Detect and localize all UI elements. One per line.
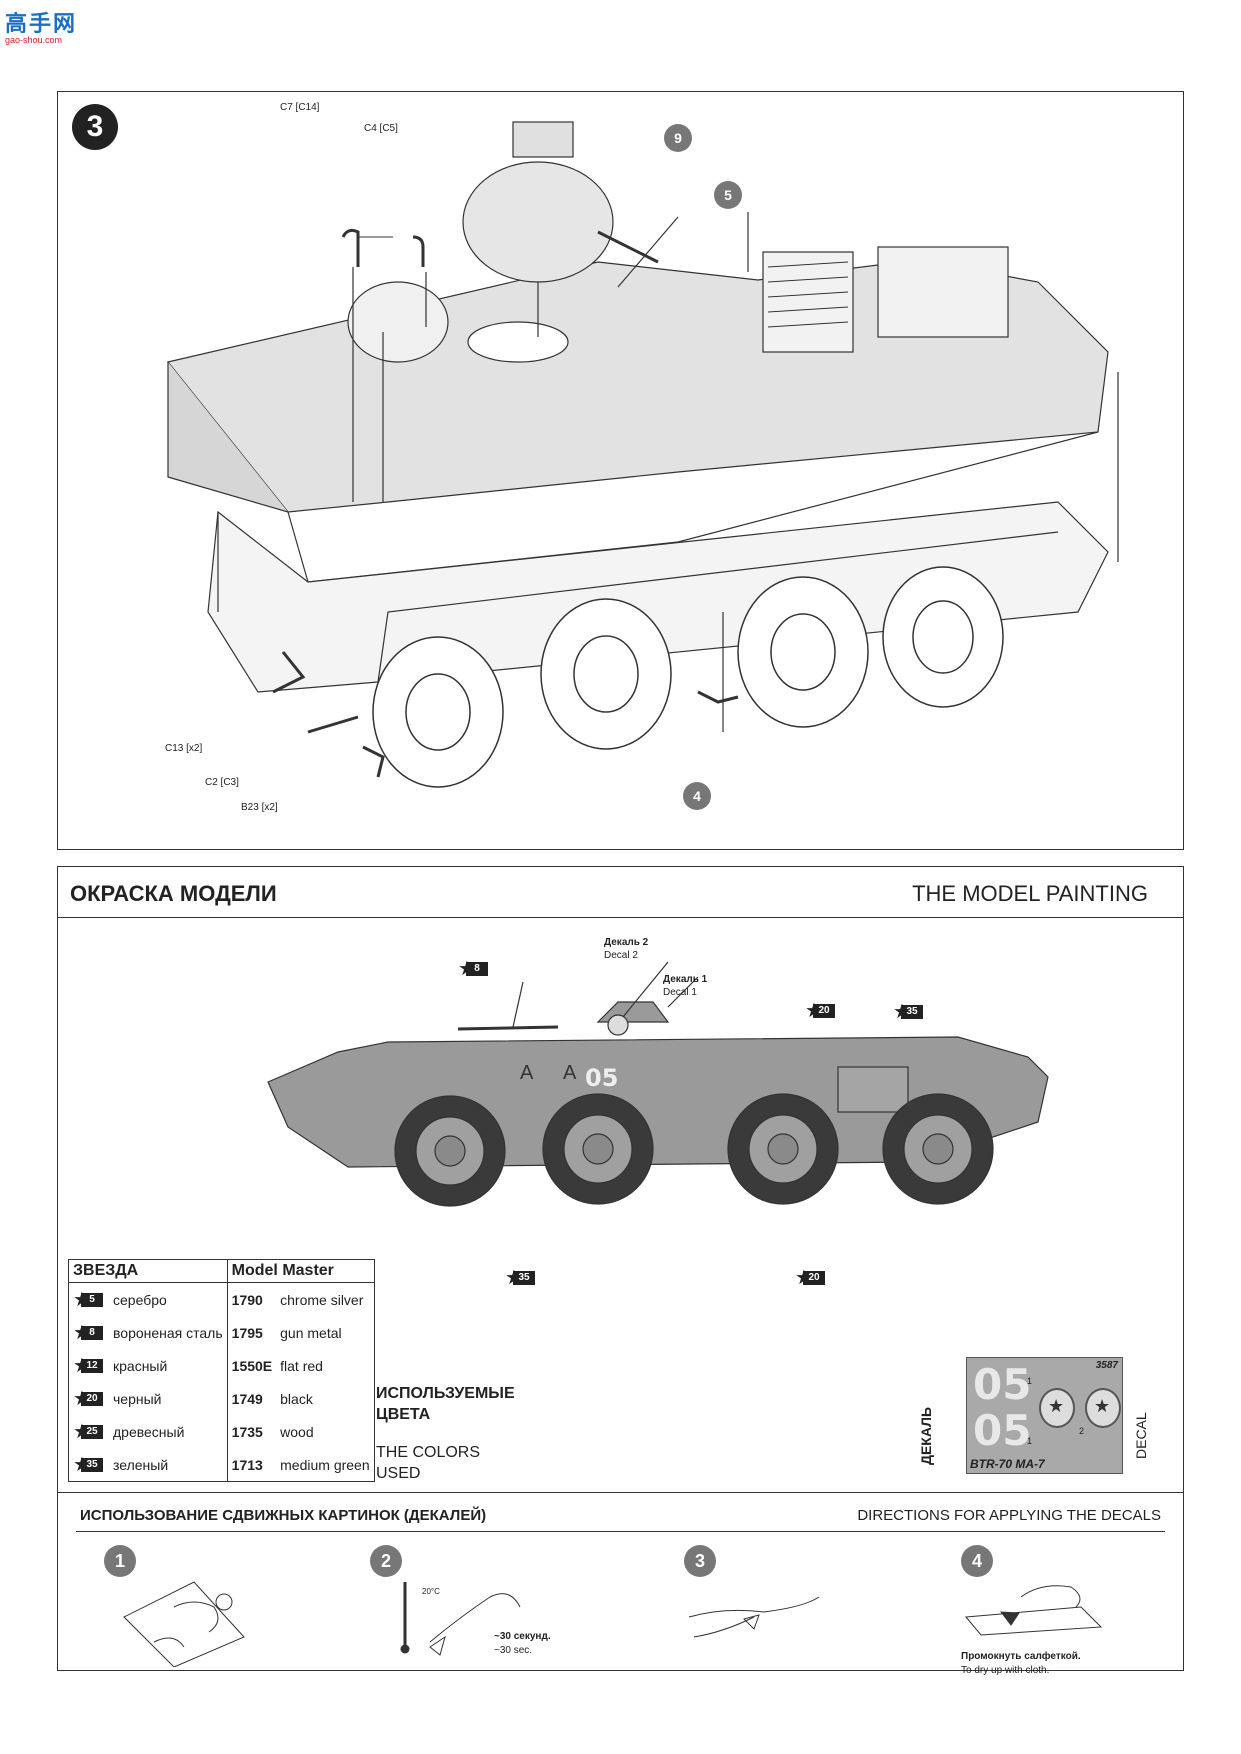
- color-tag-35-bottom: 35: [505, 1265, 537, 1290]
- part-circle-9: 9: [664, 124, 692, 152]
- part-circle-5: 5: [714, 181, 742, 209]
- decal2-label-en: Decal 2: [604, 950, 638, 961]
- decal-sheet: 3587 05 05 1 1 2 BTR-70 MA-7: [966, 1357, 1123, 1474]
- step-number: 3: [72, 104, 118, 150]
- part-circle-4: 4: [683, 782, 711, 810]
- directions-title-en: DIRECTIONS FOR APPLYING THE DECALS: [857, 1507, 1161, 1524]
- step4-caption-ru: Промокнуть салфеткой.: [961, 1651, 1081, 1662]
- table-row: 20 черный 1749 black: [69, 1382, 375, 1415]
- colors-used-en-1: THE COLORS: [376, 1444, 481, 1461]
- callout-c2: C2 [C3]: [205, 777, 239, 788]
- decal-number-bottom: 05: [973, 1406, 1032, 1455]
- step4-caption-en: To dry up with cloth.: [961, 1665, 1050, 1676]
- slide-decal-illustration: [688, 1596, 820, 1638]
- btr70-side-view: A A: [267, 961, 1049, 1207]
- painting-title-ru: ОКРАСКА МОДЕЛИ: [70, 881, 277, 906]
- color-tag-8: 8: [458, 956, 490, 981]
- directions-underline: [76, 1531, 1165, 1532]
- table-header-model-master: Model Master: [226, 1259, 375, 1283]
- color-tag-20-top: 20: [805, 998, 837, 1023]
- header-divider: [58, 917, 1183, 918]
- colors-table: ЗВЕЗДА Model Master 5 серебро 1790 chrom…: [68, 1259, 375, 1482]
- decal1-label-ru: Декаль 1: [663, 974, 708, 985]
- directions-divider: [58, 1492, 1183, 1493]
- btr70-assembly-drawing: [166, 121, 1119, 788]
- decal-model-name: BTR-70 MA-7: [970, 1457, 1045, 1471]
- callout-c4: C4 [C5]: [364, 123, 398, 134]
- decal-step-2: 2 20°C ~30 секунд. ~30 sec.: [370, 1545, 551, 1662]
- color-tag-35-top: 35: [893, 999, 925, 1024]
- site-logo-url: gao-shou.com: [5, 35, 63, 45]
- decal2-label-ru: Декаль 2: [604, 937, 649, 948]
- table-row: 35 зеленый 1713 medium green: [69, 1448, 375, 1482]
- decal-vertical-en: DECAL: [1133, 1412, 1149, 1459]
- guards-badge-icon: [1085, 1388, 1121, 1428]
- site-logo-text: 高手网: [5, 12, 78, 37]
- painting-title-en: THE MODEL PAINTING: [912, 881, 1148, 906]
- callout-c13: C13 [x2]: [165, 743, 203, 754]
- svg-text:A: A: [520, 1062, 534, 1084]
- decal1-label-en: Decal 1: [663, 987, 697, 998]
- table-row: 12 красный 1550E flat red: [69, 1349, 375, 1382]
- water-temperature: 20°C: [422, 1587, 440, 1596]
- colors-used-ru-1: ИСПОЛЬЗУЕМЫЕ: [376, 1385, 515, 1402]
- step2-caption-en: ~30 sec.: [494, 1645, 533, 1656]
- assembly-step-3-panel: 3: [57, 91, 1184, 850]
- color-tag-20-bottom: 20: [795, 1265, 827, 1290]
- decal-vertical-ru: ДЕКАЛЬ: [918, 1406, 934, 1465]
- step2-caption-ru: ~30 секунд.: [494, 1631, 551, 1642]
- callout-c7: C7 [C14]: [280, 102, 320, 113]
- callout-b23: B23 [x2]: [241, 802, 278, 813]
- table-row: 8 вороненая сталь 1795 gun metal: [69, 1316, 375, 1349]
- soak-decal-illustration: [400, 1582, 521, 1656]
- guards-badge-icon: [1039, 1388, 1075, 1428]
- table-row: 25 древесный 1735 wood: [69, 1415, 375, 1448]
- decal-step-3: 3: [684, 1545, 824, 1662]
- cut-decal-illustration: [123, 1581, 245, 1668]
- decal-step-4: 4 Промокнуть салфеткой. To dry up with c…: [961, 1545, 1111, 1676]
- decal-number-top: 05: [973, 1360, 1032, 1409]
- decal-step-1: 1: [104, 1545, 264, 1672]
- model-painting-panel: ОКРАСКА МОДЕЛИ THE MODEL PAINTING A A 05…: [57, 866, 1184, 1676]
- site-logo: 高手网 gao-shou.com: [5, 6, 77, 45]
- svg-text:A: A: [563, 1062, 577, 1084]
- colors-used-en-2: USED: [376, 1465, 421, 1482]
- table-row: 5 серебро 1790 chrome silver: [69, 1282, 375, 1316]
- dry-decal-illustration: [965, 1585, 1103, 1636]
- directions-title-ru: ИСПОЛЬЗОВАНИЕ СДВИЖНЫХ КАРТИНОК (ДЕКАЛЕЙ…: [80, 1507, 487, 1524]
- vehicle-number: 05: [585, 1064, 619, 1092]
- table-header-zvezda: ЗВЕЗДА: [68, 1259, 228, 1283]
- colors-used-ru-2: ЦВЕТА: [376, 1406, 431, 1423]
- decal-part-number: 3587: [1095, 1360, 1118, 1371]
